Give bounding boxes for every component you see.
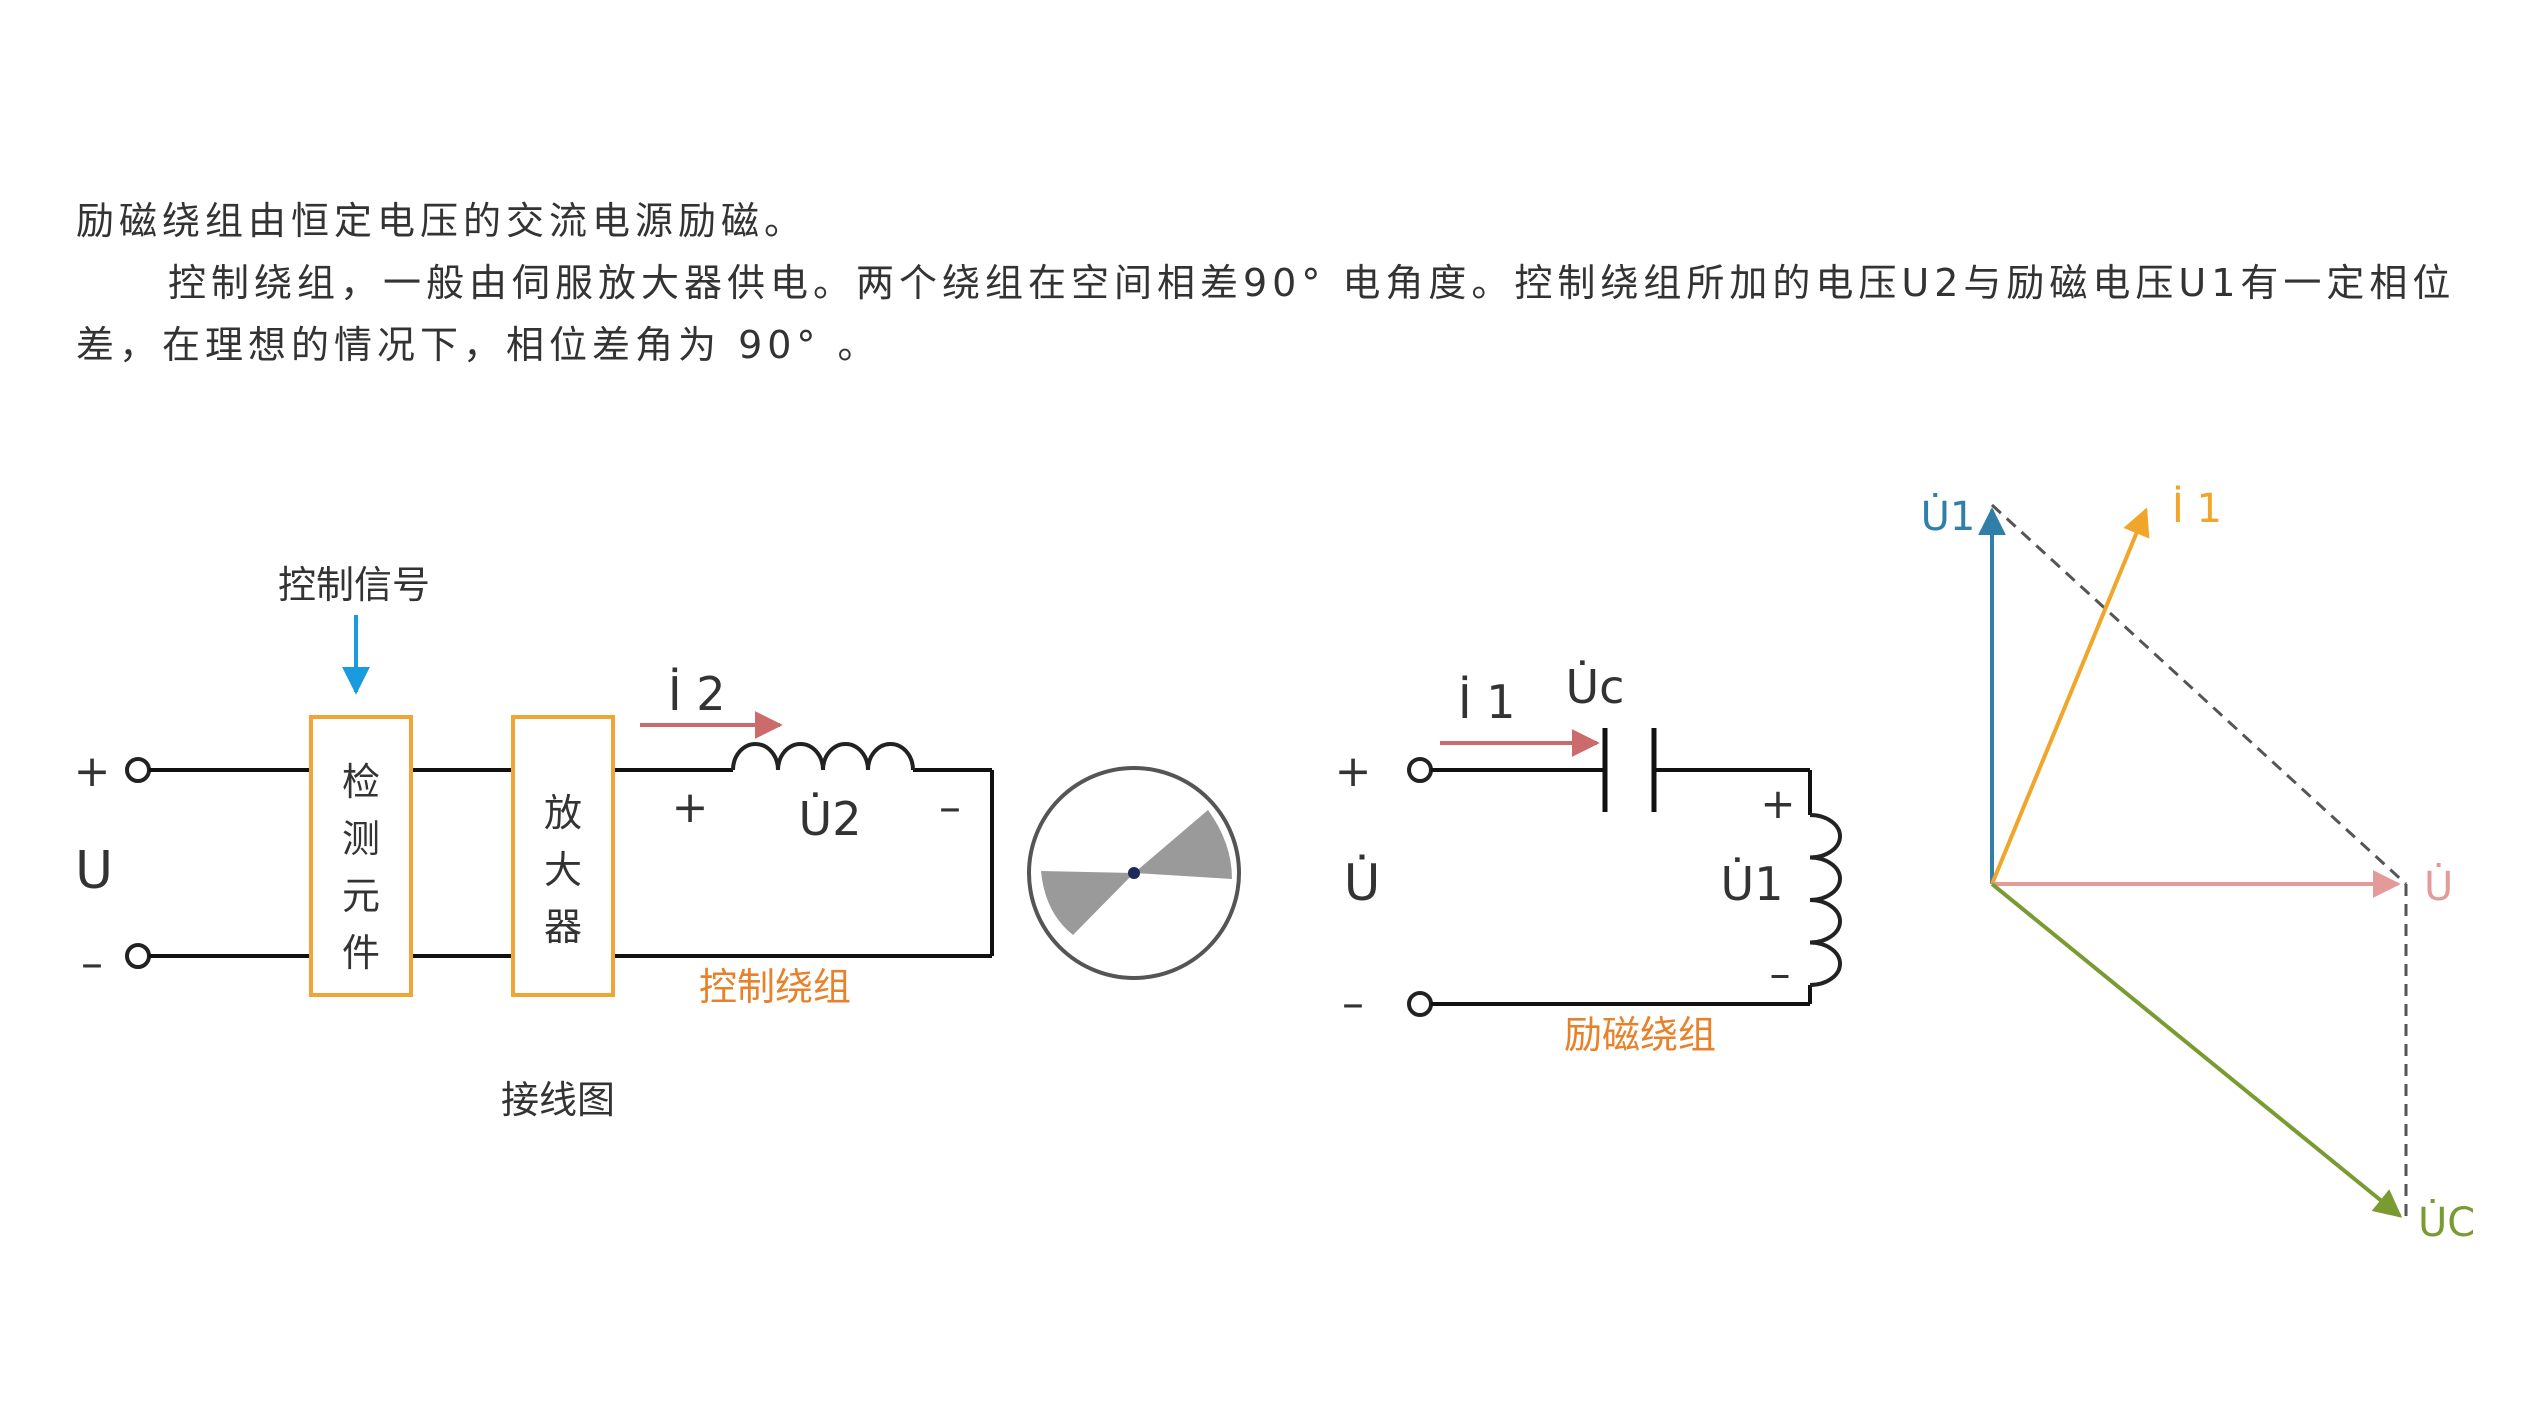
u1-label: U̇1 — [1921, 493, 1976, 540]
source-plus: + — [74, 746, 111, 797]
amplifier-char-1: 放 — [544, 791, 582, 835]
terminal-bottom — [125, 943, 151, 969]
detector-char-1: 检 — [342, 760, 380, 804]
exc-current-label: İ 1 — [1458, 675, 1515, 729]
capacitor-voltage: U̇c — [1566, 660, 1625, 714]
control-coil-plus: + — [672, 782, 709, 833]
control-winding-label: 控制绕组 — [699, 965, 851, 1009]
rotor-sector-left — [1041, 871, 1134, 935]
paragraph-control: 控制绕组，一般由伺服放大器供电。两个绕组在空间相差90° 电角度。控制绕组所加的… — [76, 261, 2456, 367]
uc-label: U̇C — [2418, 1199, 2475, 1246]
motor-rotor — [1027, 766, 1241, 980]
uc-vector — [1990, 882, 2403, 1218]
amplifier-box — [511, 715, 615, 997]
rotor-sector-right — [1134, 810, 1232, 879]
source-minus: – — [81, 938, 103, 989]
excitation-winding-label: 励磁绕组 — [1564, 1013, 1716, 1057]
exc-source-voltage: U̇ — [1344, 854, 1381, 912]
detector-char-4: 件 — [342, 931, 380, 975]
amplifier-char-3: 器 — [544, 905, 582, 949]
control-coil — [731, 742, 915, 771]
exc-coil-minus: – — [1770, 949, 1791, 998]
terminal-top — [125, 757, 151, 783]
phasor-diagram: U̇1 İ 1 U̇ U̇C — [1921, 484, 2476, 1246]
wiring-caption: 接线图 — [501, 1078, 615, 1122]
exc-coil-plus: + — [1760, 779, 1795, 828]
control-signal-label: 控制信号 — [278, 563, 430, 607]
source-voltage-label: U — [75, 841, 113, 901]
exc-terminal-top — [1407, 757, 1433, 783]
wires — [149, 768, 994, 958]
excitation-circuit: + U̇ – İ 1 U̇c + U̇1 – 励磁绕组 — [1335, 660, 1842, 1057]
amplifier-char-2: 大 — [544, 848, 582, 892]
exc-minus: – — [1342, 978, 1364, 1029]
capacitor — [1602, 728, 1657, 812]
i1-label: İ 1 — [2172, 484, 2222, 532]
i1-vector — [1990, 507, 2150, 885]
exc-plus: + — [1335, 746, 1372, 797]
detector-char-3: 元 — [342, 874, 380, 918]
detector-char-2: 测 — [342, 817, 380, 861]
paragraph-excitation: 励磁绕组由恒定电压的交流电源励磁。 — [76, 199, 808, 243]
excitation-coil — [1809, 813, 1842, 987]
wiring-diagram: 控制信号 + U – 检 测 元 件 放 大 器 İ 2 + U̇2 — [74, 563, 1241, 1122]
control-coil-minus: – — [939, 782, 961, 833]
dashed-u1-to-u — [1990, 503, 2408, 886]
detector-box — [309, 715, 413, 997]
control-coil-voltage: U̇2 — [799, 792, 862, 846]
exc-coil-voltage: U̇1 — [1721, 857, 1784, 911]
u-label: U̇ — [2424, 863, 2453, 910]
control-current-label: İ 2 — [668, 667, 725, 721]
exc-wires — [1431, 768, 1812, 1006]
exc-terminal-bottom — [1407, 991, 1433, 1017]
